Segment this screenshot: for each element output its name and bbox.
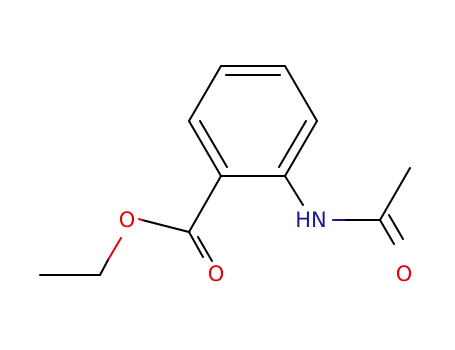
benzene-ring bbox=[188, 65, 318, 177]
ester-o-to-ch2-bond bbox=[107, 237, 122, 261]
amide-double-bond-a bbox=[379, 219, 395, 245]
ring-to-carbonyl-bond bbox=[188, 175, 222, 233]
ester-oxygen-label: O bbox=[119, 208, 136, 232]
ring-bond-upper-left bbox=[188, 65, 222, 122]
ring-to-n-bond bbox=[284, 175, 304, 206]
carbonyl-double-bond-a bbox=[188, 231, 204, 258]
carbonyl-oxygen-label: O bbox=[208, 262, 225, 286]
ester-group: O O bbox=[39, 175, 225, 286]
acetamido-group: HN O bbox=[284, 167, 413, 286]
ring-bond-upper-right bbox=[284, 65, 318, 122]
amide-c-to-methyl-bond bbox=[379, 167, 411, 221]
ring-bond-lower-right bbox=[284, 120, 318, 177]
ring-bond-lower-left-inner bbox=[199, 120, 228, 168]
amide-double-bond-b bbox=[388, 214, 404, 240]
carbonyl-double-bond-b bbox=[197, 236, 213, 262]
amide-nitrogen-label: HN bbox=[295, 208, 327, 232]
ring-bond-lower-left bbox=[188, 120, 222, 177]
carbonyl-c-to-ester-o-bond bbox=[141, 219, 190, 233]
ester-o-to-ch2-bond-end bbox=[99, 259, 109, 276]
ring-bond-lower-right-inner bbox=[278, 120, 307, 168]
amide-oxygen-label: O bbox=[396, 262, 413, 286]
ester-o-bond-segment bbox=[138, 218, 143, 221]
